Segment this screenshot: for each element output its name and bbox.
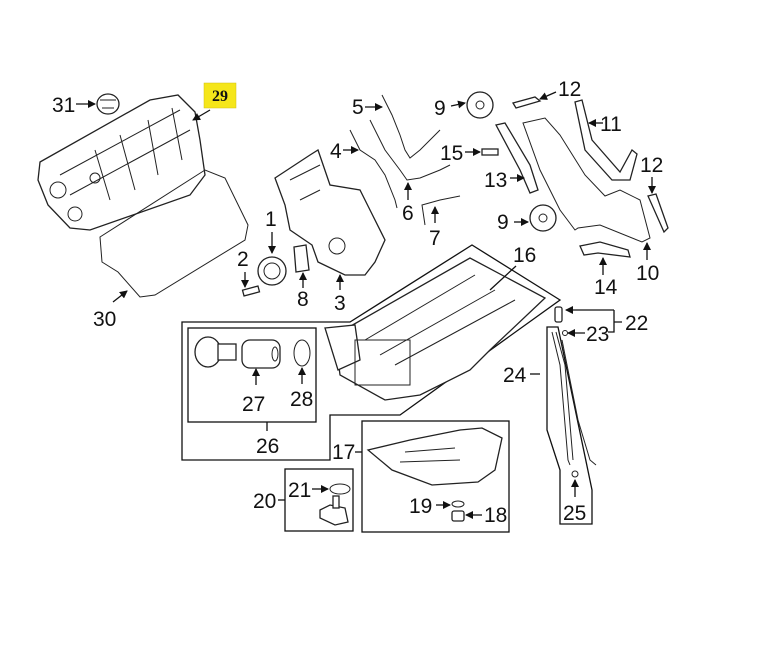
oil-filter-inner-box xyxy=(187,327,317,423)
callout-30[interactable]: 30 xyxy=(93,308,116,331)
callout-25[interactable]: 25 xyxy=(563,502,586,525)
callout-22[interactable]: 22 xyxy=(625,312,648,335)
crankshaft-pulley-part[interactable] xyxy=(257,256,287,286)
callout-7[interactable]: 7 xyxy=(429,227,441,250)
dipstick-seal-part[interactable] xyxy=(562,330,568,336)
callout-16[interactable]: 16 xyxy=(513,244,536,267)
filter-housing-part[interactable] xyxy=(194,336,237,368)
drain-plug-part[interactable] xyxy=(451,510,465,522)
camshaft-sprocket-upper-part[interactable] xyxy=(466,91,494,119)
callout-14[interactable]: 14 xyxy=(594,276,618,299)
callout-19[interactable]: 19 xyxy=(409,495,432,518)
callout-15[interactable]: 15 xyxy=(440,142,463,165)
oil-level-sensor-part[interactable] xyxy=(319,495,349,526)
upper-oil-pan-box xyxy=(181,244,562,461)
upper-cover-gasket-part[interactable] xyxy=(381,94,441,159)
crank-seal-part[interactable] xyxy=(293,244,310,273)
filter-o-ring-part[interactable] xyxy=(293,339,311,367)
pulley-bolt-part[interactable] xyxy=(241,285,261,297)
callout-8[interactable]: 8 xyxy=(297,288,309,311)
guide-rail-upper-part[interactable] xyxy=(512,96,542,109)
callout-18[interactable]: 18 xyxy=(484,504,507,527)
lower-oil-pan-part[interactable] xyxy=(366,427,503,486)
chain-guide-part[interactable] xyxy=(574,99,638,181)
callout-4[interactable]: 4 xyxy=(330,140,342,163)
callout-23[interactable]: 23 xyxy=(586,323,609,346)
guide-rail-right-part[interactable] xyxy=(647,193,669,234)
oil-filler-cap-part[interactable] xyxy=(96,93,120,115)
callout-6[interactable]: 6 xyxy=(402,202,414,225)
oil-filter-element-part[interactable] xyxy=(241,339,281,369)
callout-29[interactable]: 29 xyxy=(212,88,228,105)
sensor-o-ring-part[interactable] xyxy=(329,483,351,495)
drain-plug-washer-part[interactable] xyxy=(451,500,465,508)
callout-31[interactable]: 31 xyxy=(52,94,75,117)
tube-o-ring-part[interactable] xyxy=(571,470,579,478)
cover-gasket-part[interactable] xyxy=(369,119,451,181)
tensioner-rail-part[interactable] xyxy=(495,122,539,194)
gasket-seal-part[interactable] xyxy=(421,195,461,226)
timing-cover-part[interactable] xyxy=(274,149,386,276)
callout-10[interactable]: 10 xyxy=(636,262,659,285)
callout-9-lower[interactable]: 9 xyxy=(497,211,509,234)
lower-guide-part[interactable] xyxy=(579,241,631,258)
callout-12-upper[interactable]: 12 xyxy=(558,78,581,101)
callout-2[interactable]: 2 xyxy=(237,248,249,271)
valve-cover-gasket-part[interactable] xyxy=(99,169,249,298)
dipstick-part[interactable] xyxy=(554,306,597,466)
callout-21[interactable]: 21 xyxy=(288,479,311,502)
upper-oil-pan-part[interactable] xyxy=(324,257,547,401)
dipstick-tube-box xyxy=(546,326,593,525)
callout-26[interactable]: 26 xyxy=(256,435,279,458)
sprocket-bolt-part[interactable] xyxy=(481,148,499,156)
timing-chain-part[interactable] xyxy=(522,117,651,243)
callout-27[interactable]: 27 xyxy=(242,393,265,416)
callout-5[interactable]: 5 xyxy=(352,96,364,119)
callout-20[interactable]: 20 xyxy=(253,490,276,513)
callout-3[interactable]: 3 xyxy=(334,292,346,315)
callout-1[interactable]: 1 xyxy=(265,208,277,231)
callout-13[interactable]: 13 xyxy=(484,169,507,192)
highlight-box-29 xyxy=(203,82,237,109)
callout-28[interactable]: 28 xyxy=(290,388,313,411)
dipstick-tube-part[interactable] xyxy=(551,331,574,466)
camshaft-sprocket-lower-part[interactable] xyxy=(529,204,557,232)
lower-oil-pan-box xyxy=(361,420,510,533)
callout-9-upper[interactable]: 9 xyxy=(434,97,446,120)
callout-24[interactable]: 24 xyxy=(503,364,527,387)
callout-11[interactable]: 11 xyxy=(600,113,622,136)
callout-17[interactable]: 17 xyxy=(332,441,355,464)
callout-12-right[interactable]: 12 xyxy=(640,154,663,177)
